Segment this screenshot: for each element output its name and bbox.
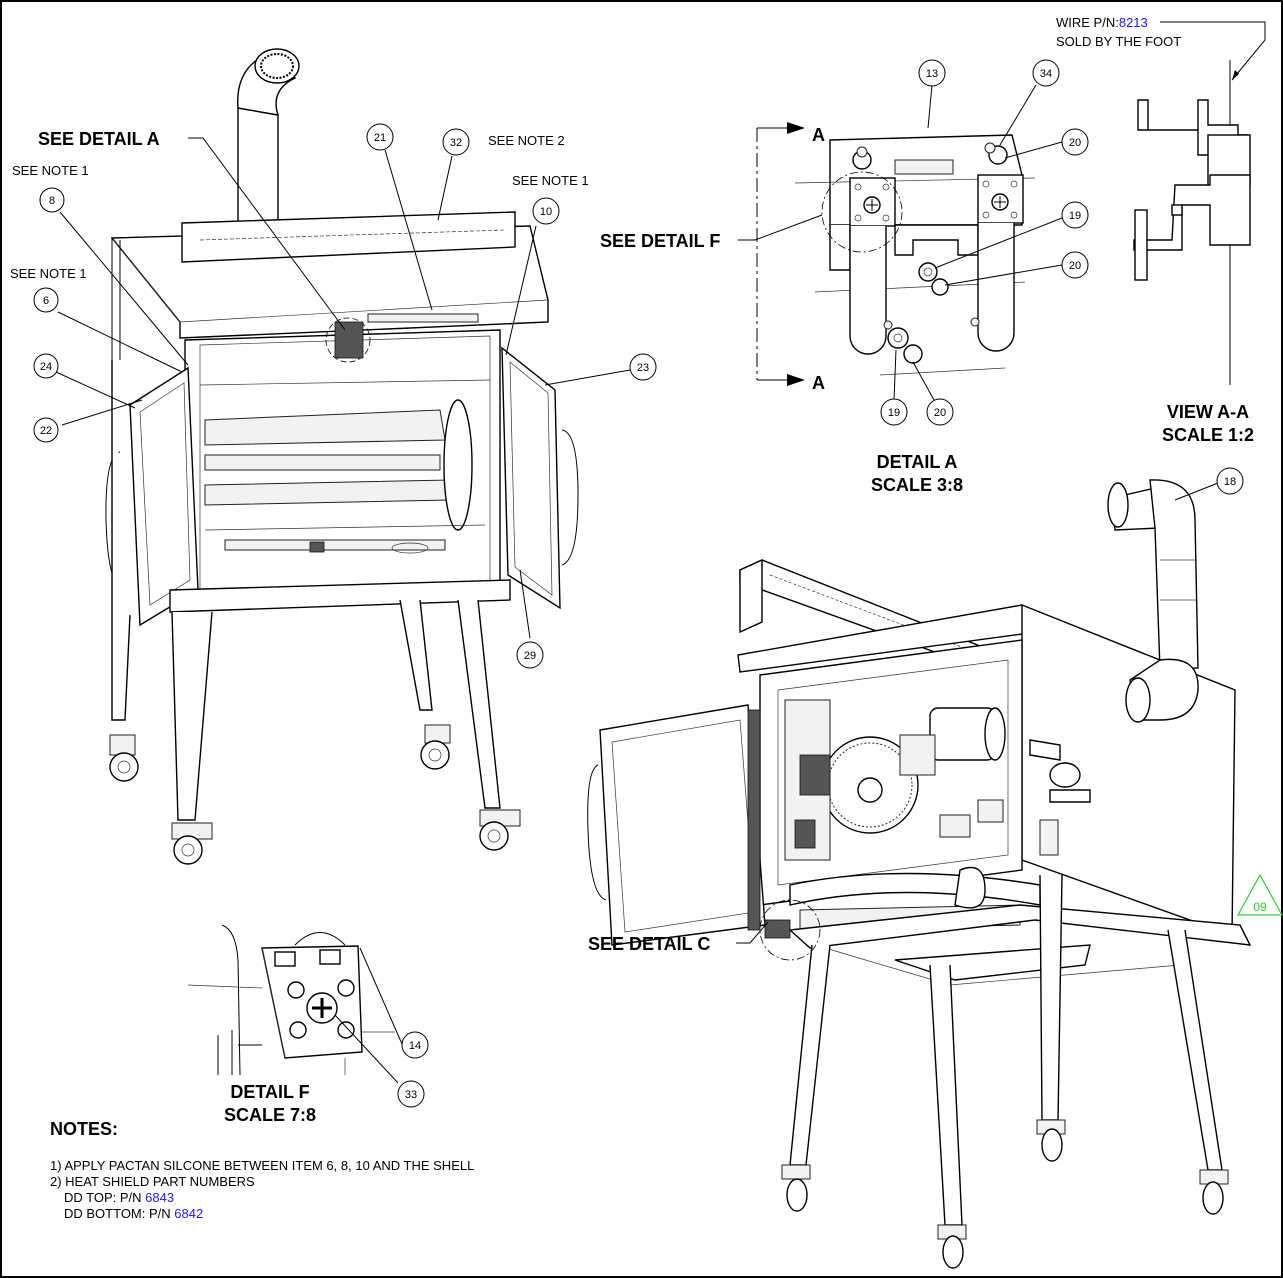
- balloon-22: 22: [33, 417, 59, 443]
- svg-text:8: 8: [49, 195, 55, 207]
- svg-text:18: 18: [1224, 476, 1236, 488]
- svg-text:23: 23: [637, 362, 649, 374]
- balloon-19b: 19: [880, 398, 908, 426]
- note-1: 1) APPLY PACTAN SILCONE BETWEEN ITEM 6, …: [50, 1158, 474, 1173]
- oven-front-drawing: SEE DETAIL A SEE NOTE 1 SEE NOTE 1 SEE N…: [10, 48, 631, 865]
- caster-br: [479, 809, 521, 851]
- balloon-14: 14: [401, 1031, 429, 1059]
- balloon-18: 18: [1216, 467, 1244, 495]
- dd-top-pn-link[interactable]: 6843: [145, 1190, 174, 1205]
- svg-text:14: 14: [409, 1040, 421, 1052]
- balloon-34: 34: [1032, 59, 1060, 87]
- view-aa-drawing: VIEW A-A SCALE 1:2: [1133, 60, 1254, 445]
- view-aa-title: VIEW A-A: [1167, 402, 1249, 422]
- svg-text:20: 20: [1069, 137, 1081, 149]
- svg-text:20: 20: [1069, 260, 1081, 272]
- see-detail-c: SEE DETAIL C: [588, 934, 710, 954]
- detail-a-title: DETAIL A: [877, 452, 958, 472]
- detail-a-drawing: A A: [600, 84, 1063, 495]
- oven-rear-drawing: SEE DETAIL C: [587, 479, 1252, 1269]
- detail-f-scale: SCALE 7:8: [224, 1105, 316, 1125]
- see-note-1-b: SEE NOTE 1: [10, 266, 87, 281]
- detail-f-title: DETAIL F: [230, 1082, 309, 1102]
- caster-r4: [1199, 1169, 1229, 1215]
- note-dd-bottom: DD BOTTOM: P/N 6842: [64, 1206, 203, 1221]
- balloon-33: 33: [397, 1080, 425, 1108]
- note-2: 2) HEAT SHIELD PART NUMBERS: [50, 1174, 255, 1189]
- svg-text:10: 10: [540, 206, 552, 218]
- svg-text:33: 33: [405, 1089, 417, 1101]
- svg-text:32: 32: [450, 137, 462, 149]
- detail-f-drawing: DETAIL F SCALE 7:8: [187, 924, 403, 1125]
- wire-label: WIRE P/N:: [1056, 15, 1119, 30]
- svg-text:21: 21: [374, 132, 386, 144]
- svg-text:19: 19: [888, 407, 900, 419]
- caster-r2: [937, 1224, 967, 1269]
- see-note-1-a: SEE NOTE 1: [12, 163, 89, 178]
- balloon-8: 8: [39, 187, 65, 213]
- svg-text:34: 34: [1040, 68, 1052, 80]
- balloon-21: 21: [366, 123, 394, 151]
- balloon-19a: 19: [1061, 201, 1089, 229]
- revision-triangle: 09: [1236, 873, 1283, 916]
- wire-sub: SOLD BY THE FOOT: [1056, 34, 1181, 49]
- wire-callout: WIRE P/N:8213 SOLD BY THE FOOT: [1056, 15, 1266, 81]
- caster-fr: [420, 724, 451, 770]
- note-dd-top: DD TOP: P/N 6843: [64, 1190, 174, 1205]
- detail-a-scale: SCALE 3:8: [871, 475, 963, 495]
- see-note-2: SEE NOTE 2: [488, 133, 565, 148]
- balloon-20b: 20: [1061, 251, 1089, 279]
- section-a-top: A: [812, 125, 825, 145]
- see-note-1-c: SEE NOTE 1: [512, 173, 589, 188]
- balloon-20a: 20: [1061, 128, 1089, 156]
- svg-text:13: 13: [926, 68, 938, 80]
- wire-pn-link[interactable]: 8213: [1119, 15, 1148, 30]
- balloon-23: 23: [629, 353, 657, 381]
- caster-r1: [781, 1164, 811, 1212]
- section-a-bottom: A: [812, 373, 825, 393]
- caster-bl: [171, 822, 213, 865]
- balloon-24: 24: [33, 353, 59, 379]
- svg-text:6: 6: [43, 295, 49, 307]
- balloon-20c: 20: [926, 398, 954, 426]
- svg-text:24: 24: [40, 361, 52, 373]
- balloon-6: 6: [33, 287, 59, 313]
- caster-r3: [1036, 1119, 1066, 1162]
- notes-heading: NOTES:: [50, 1119, 118, 1139]
- balloon-32: 32: [442, 128, 470, 156]
- item-balloons: 8 6 24 22 21 32 10 23 29 13 34 20 19 20 …: [33, 59, 1244, 1108]
- svg-text:22: 22: [40, 425, 52, 437]
- caster-fl: [109, 734, 139, 782]
- balloon-29: 29: [516, 641, 544, 669]
- revision-number: 09: [1253, 900, 1267, 914]
- see-detail-f: SEE DETAIL F: [600, 231, 720, 251]
- svg-text:19: 19: [1069, 210, 1081, 222]
- dd-bottom-pn-link[interactable]: 6842: [174, 1206, 203, 1221]
- balloon-10: 10: [532, 197, 560, 225]
- balloon-13: 13: [918, 59, 946, 87]
- svg-text:20: 20: [934, 407, 946, 419]
- svg-text:29: 29: [524, 650, 536, 662]
- svg-text:WIRE P/N:8213: WIRE P/N:8213: [1056, 15, 1148, 30]
- notes-block: NOTES: 1) APPLY PACTAN SILCONE BETWEEN I…: [50, 1119, 474, 1221]
- view-aa-scale: SCALE 1:2: [1162, 425, 1254, 445]
- see-detail-a: SEE DETAIL A: [38, 129, 160, 149]
